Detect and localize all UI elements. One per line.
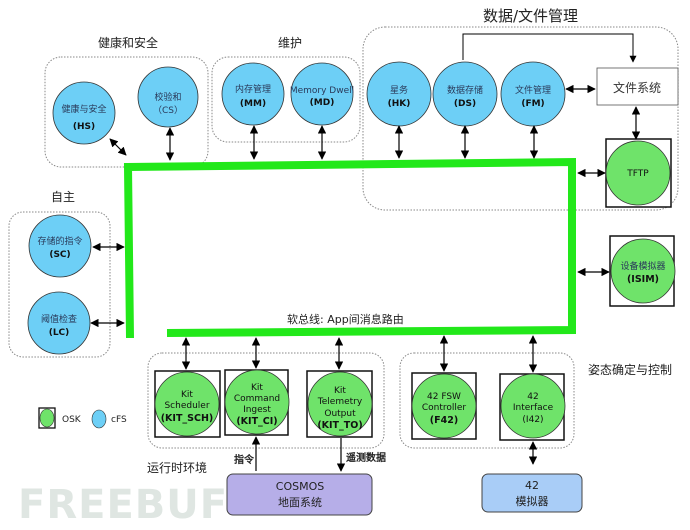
node-f42-line2: Controller [422, 403, 467, 413]
node-kit-to-line2: Telemetry [317, 397, 363, 407]
legend-osk-icon [39, 408, 55, 428]
node-i42-line2: Interface [513, 403, 554, 413]
node-kit-ci-abbr: (KIT_CI) [236, 416, 277, 427]
group-title-autonomy: 自主 [51, 190, 75, 204]
filesystem-box[interactable]: 文件系统 [596, 67, 679, 106]
simulator-line1: 42 [525, 479, 539, 492]
node-mm-name: 内存管理 [235, 83, 271, 95]
node-hs[interactable]: 健康与安全 (HS) [52, 81, 116, 145]
node-kit-sch-line1: Kit [181, 390, 193, 400]
legend-cfs-label: cFS [111, 415, 127, 425]
node-kit-sch-abbr: (KIT_SCH) [161, 413, 214, 424]
node-kit-ci-line1: Kit [251, 383, 263, 393]
node-kit-to-line1: Kit [334, 386, 346, 396]
node-lc[interactable]: 阈值检查 (LC) [27, 291, 91, 355]
node-hs-abbr: (HS) [73, 122, 95, 132]
telemetry-flow-label: 遥测数据 [346, 451, 386, 464]
node-cs-name: 校验和 [154, 91, 181, 103]
node-hk-abbr: (HK) [388, 99, 411, 109]
node-md-name: Memory Dwell [290, 86, 354, 96]
node-ds-abbr: (DS) [454, 99, 476, 109]
software-bus [123, 157, 576, 339]
node-sc-abbr: (SC) [49, 250, 70, 260]
node-sc[interactable]: 存储的指令 (SC) [28, 214, 92, 278]
node-lc-name: 阈值检查 [41, 313, 77, 325]
cosmos-ground-system[interactable]: COSMOS 地面系统 [226, 473, 373, 516]
group-title-maintenance: 维护 [278, 36, 302, 50]
node-kit-ci-line2: Command [234, 394, 280, 404]
node-kit-to-abbr: (KIT_TO) [317, 420, 362, 431]
node-md[interactable]: Memory Dwell (MD) [290, 62, 354, 126]
node-f42-abbr: (F42) [430, 415, 458, 426]
node-cs-abbr: （CS） [153, 105, 183, 116]
node-hk[interactable]: 星务 (HK) [366, 61, 432, 127]
node-fm-name: 文件管理 [515, 84, 551, 96]
group-autonomy [8, 211, 111, 358]
node-f42-line1: 42 FSW [427, 392, 461, 402]
simulator-line2: 模拟器 [516, 494, 549, 508]
node-kit-to[interactable]: Kit Telemetry Output (KIT_TO) [306, 370, 373, 438]
node-kit-ci-line3: Ingest [243, 405, 271, 415]
group-title-data-file-mgmt: 数据/文件管理 [483, 7, 578, 25]
filesystem-label: 文件系统 [613, 80, 661, 95]
node-isim-abbr: (ISIM) [627, 274, 659, 285]
bus-label: 软总线: App间消息路由 [287, 312, 404, 326]
node-mm[interactable]: 内存管理 (MM) [221, 62, 285, 126]
node-hs-name: 健康与安全 [61, 103, 106, 115]
group-data-file-mgmt [362, 26, 679, 211]
node-f42[interactable]: 42 FSW Controller (F42) [411, 372, 477, 440]
simulator-42[interactable]: 42 模拟器 [481, 473, 583, 513]
node-fm-abbr: (FM) [521, 99, 544, 109]
node-i42-abbr: (I42) [522, 415, 543, 425]
node-md-abbr: (MD) [310, 98, 335, 108]
node-kit-sch-line2: Scheduler [164, 401, 209, 411]
node-ds[interactable]: 数据存储 (DS) [432, 61, 498, 127]
watermark-text: FREEBUF [18, 482, 228, 528]
node-tftp[interactable]: TFTP [605, 138, 672, 208]
connector-arrows [90, 84, 641, 472]
group-title-health-safety: 健康和安全 [98, 35, 158, 50]
node-i42-line1: 42 [527, 392, 538, 402]
node-isim-name: 设备模拟器 [620, 260, 665, 272]
node-lc-abbr: (LC) [49, 328, 70, 338]
node-hk-name: 星务 [390, 84, 408, 96]
node-ds-name: 数据存储 [447, 84, 483, 96]
cosmos-line1: COSMOS [276, 480, 324, 493]
group-maintenance [211, 56, 361, 143]
legend: OSK cFS [38, 407, 127, 429]
node-sc-name: 存储的指令 [37, 235, 82, 247]
arrow-hs-bus [109, 138, 127, 156]
group-title-attitude: 姿态确定与控制 [588, 362, 672, 377]
node-cs[interactable]: 校验和 （CS） [137, 66, 199, 128]
node-kit-sch[interactable]: Kit Scheduler (KIT_SCH) [154, 370, 221, 438]
group-title-runtime: 运行时环境 [147, 460, 207, 475]
node-kit-to-line3: Output [324, 409, 356, 419]
cosmos-line2: 地面系统 [278, 496, 322, 509]
node-i42[interactable]: 42 Interface (I42) [499, 373, 566, 441]
node-tftp-name: TFTP [626, 169, 649, 179]
group-runtime [147, 352, 385, 449]
ds-to-filesystem-link [462, 33, 637, 63]
node-fm[interactable]: 文件管理 (FM) [500, 61, 566, 127]
legend-cfs-icon [91, 409, 107, 429]
command-flow-label: 指令 [234, 453, 255, 466]
legend-osk-label: OSK [62, 415, 82, 425]
node-isim[interactable]: 设备模拟器 (ISIM) [609, 235, 676, 307]
group-attitude [399, 352, 575, 449]
node-kit-ci[interactable]: Kit Command Ingest (KIT_CI) [224, 369, 290, 436]
node-mm-abbr: (MM) [240, 99, 266, 109]
